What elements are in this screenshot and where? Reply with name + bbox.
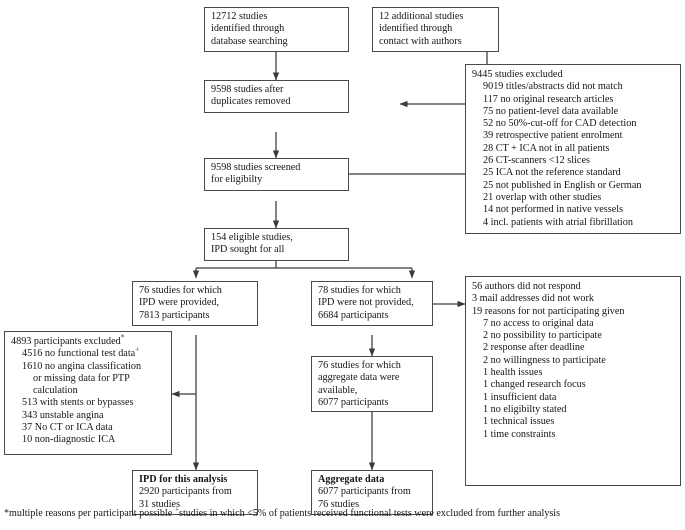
line: 76 studies — [318, 498, 360, 510]
line: 6077 participants — [318, 396, 389, 408]
reason-item: 56 authors did not respond — [472, 281, 581, 292]
box-ipd-provided: 76 studies for which IPD were provided, … — [132, 281, 258, 326]
footnote-marker-plus: + — [174, 504, 180, 514]
line: contact with authors — [379, 35, 462, 47]
line: 31 studies — [139, 498, 181, 510]
line: database searching — [211, 35, 288, 47]
excluded-participants-item: calculation — [33, 385, 78, 397]
line: identified through — [211, 23, 285, 35]
excluded-item: 117 no original research articles — [483, 93, 614, 105]
reason-item: 19 reasons for not participating given — [472, 305, 625, 317]
line: IPD sought for all — [211, 244, 285, 256]
excluded-participants-header: 4893 participants excluded* — [11, 332, 166, 348]
box-identified-contact: 12 additional studies identified through… — [372, 7, 499, 52]
line: available, — [318, 384, 358, 396]
diagram-footnote: *multiple reasons per participant possib… — [4, 504, 682, 520]
box-excluded-studies: 9445 studies excluded 9019 titles/abstra… — [465, 64, 681, 234]
line: 76 studies for which — [139, 285, 222, 296]
excluded-item: 9019 titles/abstracts did not match — [483, 81, 623, 93]
excluded-item: 52 no 50%-cut-off for CAD detection — [483, 118, 637, 130]
box-result-ipd: IPD for this analysis 2920 participants … — [132, 470, 258, 515]
line: IPD were not provided, — [318, 297, 414, 309]
reason-subitem: 1 time constraints — [483, 428, 556, 440]
line: 6684 participants — [318, 309, 389, 321]
reason-subitem: 2 no possibility to participate — [483, 330, 602, 342]
excluded-participants-item: or missing data for PTP — [33, 372, 130, 384]
line: 12 additional studies — [379, 11, 464, 22]
excluded-participants-item: 37 No CT or ICA data — [22, 422, 113, 434]
footnote-part2: studies in which <5% of patients receive… — [179, 508, 561, 519]
line: 6077 participants from — [318, 486, 411, 498]
reason-subitem: 7 no access to original data — [483, 317, 594, 329]
footnote-marker-asterisk: * — [120, 332, 125, 342]
excluded-item: 28 CT + ICA not in all patients — [483, 142, 610, 154]
reason-subitem: 2 no willingness to participate — [483, 354, 606, 366]
line: 7813 participants — [139, 309, 210, 321]
box-eligible-studies: 154 eligible studies, IPD sought for all — [204, 228, 349, 261]
line: 78 studies for which — [318, 285, 401, 296]
excluded-item: 4 incl. patients with atrial fibrillatio… — [483, 216, 633, 228]
reason-item: 3 mail addresses did not work — [472, 293, 594, 305]
excluded-item: 75 no patient-level data available — [483, 105, 619, 117]
reason-subitem: 1 health issues — [483, 367, 543, 379]
excluded-item: 26 CT-scanners <12 slices — [483, 155, 590, 167]
item-text: 4516 no functional test data — [22, 348, 136, 360]
excluded-item: 25 not published in English or German — [483, 179, 642, 191]
excluded-participants-item: 10 non-diagnostic ICA — [22, 434, 116, 446]
line: 76 studies for which — [318, 360, 401, 371]
excluded-item: 25 ICA not the reference standard — [483, 167, 621, 179]
box-no-ipd-reasons: 56 authors did not respond 3 mail addres… — [465, 276, 681, 486]
footnote-part1: *multiple reasons per participant possib… — [4, 508, 175, 519]
excluded-header: 9445 studies excluded — [472, 69, 563, 80]
reason-subitem: 1 insufficient data — [483, 391, 557, 403]
box-duplicates-removed: 9598 studies after duplicates removed — [204, 80, 349, 113]
reason-subitem: 1 technical issues — [483, 416, 555, 428]
line: 12712 studies — [211, 11, 268, 22]
excluded-participants-item: 4516 no functional test data+ — [11, 344, 166, 360]
excluded-participants-item: 1610 no angina classification — [22, 360, 142, 372]
reason-subitem: 1 no eligibilty stated — [483, 403, 567, 415]
box-result-aggregate: Aggregate data 6077 participants from 76… — [311, 470, 433, 515]
line: 9598 studies after — [211, 84, 284, 95]
excluded-item: 14 not performed in native vessels — [483, 204, 624, 216]
line: aggregate data were — [318, 372, 400, 384]
box-studies-screened: 9598 studies screened for eligibilty — [204, 158, 349, 191]
result-aggregate-header: Aggregate data — [318, 474, 385, 485]
reason-subitem: 1 changed research focus — [483, 379, 586, 391]
result-ipd-header: IPD for this analysis — [139, 474, 228, 485]
line: for eligibilty — [211, 174, 263, 186]
header-text: 4893 participants excluded — [11, 336, 121, 347]
line: 154 eligible studies, — [211, 232, 293, 243]
box-participants-excluded: 4893 participants excluded* 4516 no func… — [4, 331, 172, 455]
excluded-participants-item: 513 with stents or bypasses — [22, 397, 134, 409]
box-aggregate-available: 76 studies for which aggregate data were… — [311, 356, 433, 412]
line: duplicates removed — [211, 96, 291, 108]
footnote-marker-plus: + — [135, 344, 140, 354]
line: IPD were provided, — [139, 297, 220, 309]
reason-subitem: 2 response after deadline — [483, 342, 585, 354]
excluded-item: 39 retrospective patient enrolment — [483, 130, 623, 142]
box-ipd-not-provided: 78 studies for which IPD were not provid… — [311, 281, 433, 326]
box-identified-database: 12712 studies identified through databas… — [204, 7, 349, 52]
line: 9598 studies screened — [211, 162, 301, 173]
excluded-item: 21 overlap with other studies — [483, 191, 602, 203]
line: 2920 participants from — [139, 486, 232, 498]
excluded-participants-item: 343 unstable angina — [22, 409, 104, 421]
line: identified through — [379, 23, 453, 35]
